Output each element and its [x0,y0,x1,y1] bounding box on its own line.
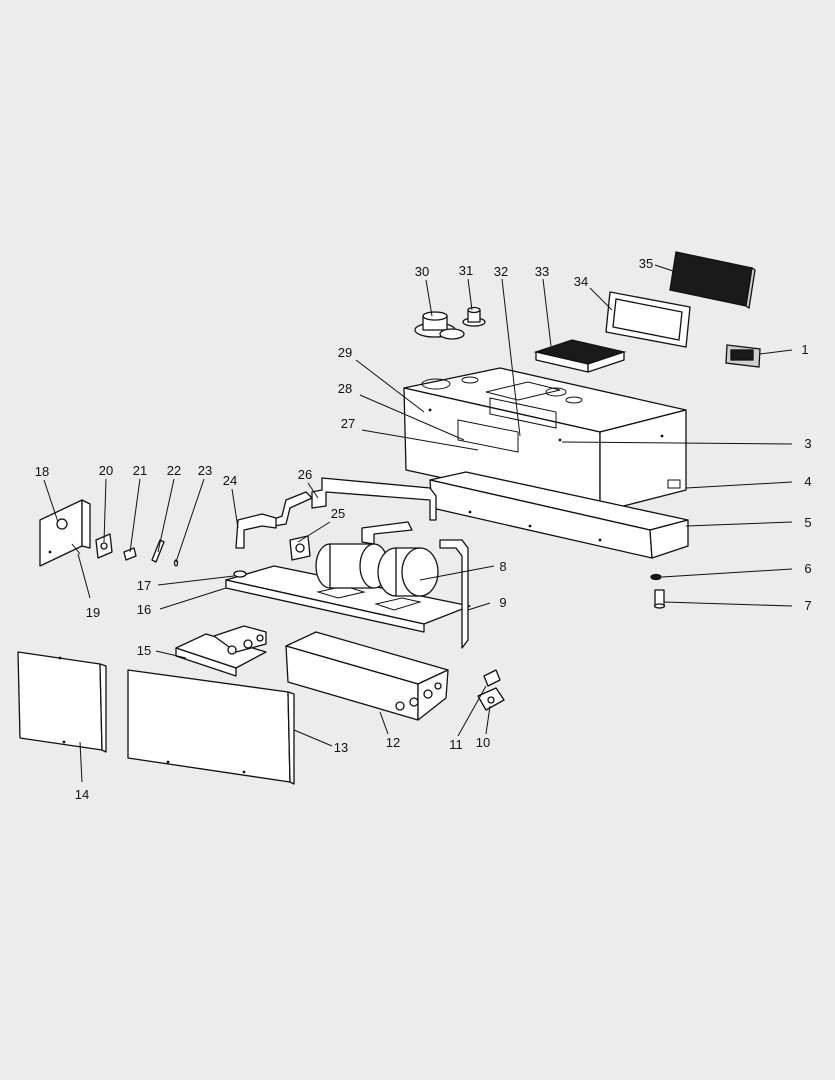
callout-5: 5 [804,515,811,530]
part-9-drain-tube [439,539,469,649]
callout-17: 17 [137,578,151,593]
part-15-valve-bracket [175,625,267,677]
callout-labels: 1 3 4 5 6 7 8 9 10 11 12 13 14 15 16 17 … [35,256,812,802]
callout-6: 6 [804,561,811,576]
callout-31: 31 [459,263,473,278]
callout-24: 24 [223,473,237,488]
callout-32: 32 [494,264,508,279]
callout-30: 30 [415,264,429,279]
callout-21: 21 [133,463,147,478]
part-20-relay [95,533,113,559]
callout-9: 9 [499,595,506,610]
part-17-ring [233,570,247,578]
callout-12: 12 [386,735,400,750]
part-26-upper-hose [271,477,437,527]
part-5-base-tray [429,471,689,559]
part-1-display-panel [725,344,761,368]
part-11-small-bracket [483,669,501,687]
callout-19: 19 [86,605,100,620]
callout-35: 35 [639,256,653,271]
callout-29: 29 [338,345,352,360]
callout-33: 33 [535,264,549,279]
callout-20: 20 [99,463,113,478]
leader-lines [43,264,793,783]
callout-13: 13 [334,740,348,755]
callout-25: 25 [331,506,345,521]
part-25-valve [289,535,311,561]
callout-28: 28 [338,381,352,396]
part-7-drain-fitting [653,589,666,609]
callout-26: 26 [298,467,312,482]
part-8-blower-motor [315,521,439,597]
callout-3: 3 [804,436,811,451]
part-35-filter-pad [669,251,756,310]
part-18-bracket [39,499,91,567]
part-6-o-ring [650,573,662,581]
callout-15: 15 [137,643,151,658]
part-24-hose [235,513,277,549]
part-23-pin [173,559,179,567]
part-33-coil-filter [533,339,627,373]
part-30-blower-cap [414,311,465,340]
part-4-main-housing [403,367,687,513]
callout-14: 14 [75,787,89,802]
part-10-mount-block [477,687,505,711]
callout-27: 27 [341,416,355,431]
part-31-fitting [462,306,486,327]
callout-4: 4 [804,474,811,489]
callout-22: 22 [167,463,181,478]
part-16-base-plate [225,565,471,633]
part-13-front-panel [127,669,295,785]
part-12-evaporator-coil [285,631,449,721]
part-34-frame [605,291,691,348]
callout-1: 1 [801,342,808,357]
callout-7: 7 [804,598,811,613]
callout-16: 16 [137,602,151,617]
callout-8: 8 [499,559,506,574]
callout-11: 11 [449,737,463,752]
callout-18: 18 [35,464,49,479]
callout-23: 23 [198,463,212,478]
callout-34: 34 [574,274,588,289]
callout-10: 10 [476,735,490,750]
part-14-side-panel [17,651,107,753]
part-19-screw [71,543,81,555]
